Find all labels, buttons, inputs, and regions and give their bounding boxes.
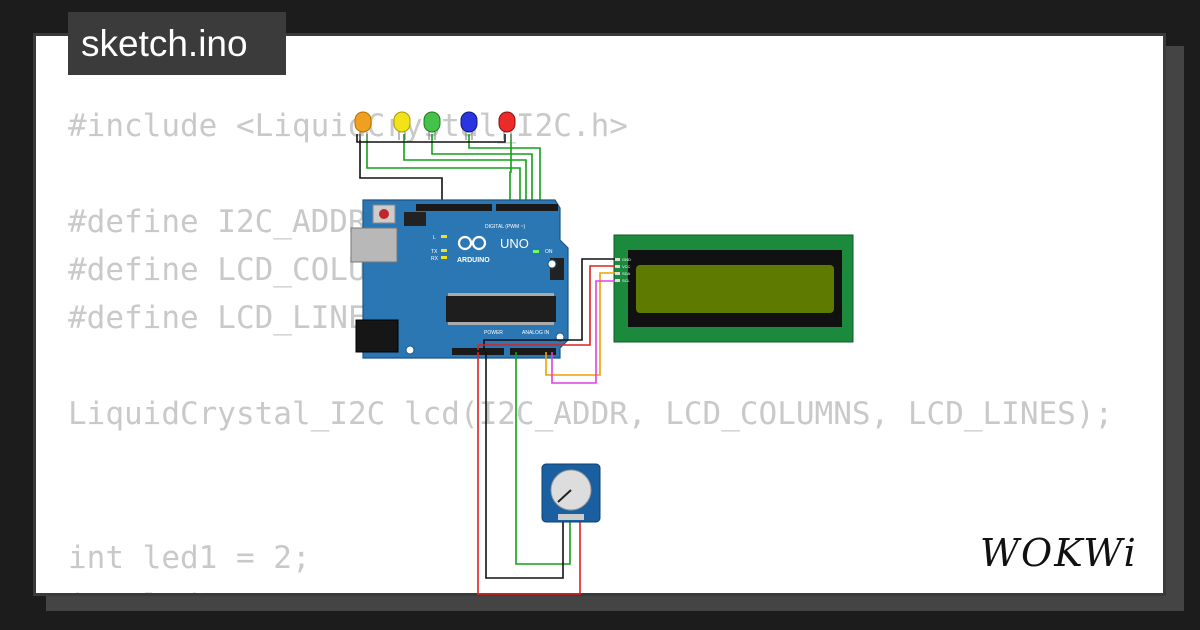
analog-label: ANALOG IN: [522, 330, 550, 336]
on-label: ON: [545, 249, 553, 255]
lcd-pin-label: SCL: [622, 278, 631, 283]
lcd-pin-gnd: [615, 258, 620, 261]
potentiometer[interactable]: [541, 463, 601, 523]
wokwi-logo: WOKWi: [980, 531, 1138, 575]
led-on-indicator: [533, 250, 539, 253]
code-line: int led1 = 2;: [68, 540, 311, 576]
mount-hole: [555, 332, 565, 342]
wire-led-gnd: [359, 134, 443, 206]
led-wires: [356, 134, 541, 206]
pot-pins: [558, 514, 584, 520]
lcd-1602-i2c[interactable]: GND VCC SDA SCL: [613, 234, 854, 343]
led-red[interactable]: [498, 111, 516, 140]
wire-lcd-gnd: [483, 258, 615, 350]
lcd-pin-label: SDA: [622, 271, 631, 276]
lcd-pin-label: VCC: [622, 264, 631, 269]
led-yellow-body: [393, 111, 411, 133]
code-line: LiquidCrystal_I2C lcd(I2C_ADDR, LCD_COLU…: [68, 396, 1114, 432]
code-background: #include <LiquidCrystal_I2C.h>#define I2…: [68, 102, 1114, 593]
wire-led-gnd-2: [356, 134, 506, 143]
pot-knob-indicator: [557, 489, 572, 503]
lcd-pin-sda: [615, 272, 620, 275]
tx-label: TX: [431, 249, 438, 255]
lcd-wires: [477, 258, 615, 384]
infinity-logo-right: [471, 235, 487, 251]
power-header: [452, 348, 504, 355]
board-brand: ARDUINO: [457, 257, 490, 264]
atmega-chip: [446, 296, 556, 322]
wire-lcd-sda: [545, 272, 615, 376]
led-rx-indicator: [441, 256, 447, 259]
power-jack: [355, 319, 399, 353]
wire-lcd-vcc: [477, 265, 615, 350]
led-orange[interactable]: [354, 111, 372, 140]
reset-button[interactable]: [379, 209, 389, 219]
led-red-body: [498, 111, 516, 133]
l-label: L: [433, 235, 436, 241]
lcd-pin-vcc: [615, 265, 620, 268]
wokwi-logo-text: WOKWi: [980, 531, 1138, 575]
power-label: POWER: [484, 330, 503, 336]
led-l-indicator: [441, 235, 447, 238]
mount-hole: [405, 345, 415, 355]
wire-led3: [431, 134, 533, 206]
wire-led5: [509, 134, 512, 206]
digital-label: DIGITAL (PWM ~): [485, 224, 525, 230]
board-model: UNO: [500, 236, 529, 251]
wire-led4: [468, 134, 541, 206]
icsp-header: [404, 212, 426, 226]
rx-label: RX: [431, 256, 439, 262]
lcd-screen: [636, 265, 834, 313]
wire-pot-gnd: [485, 352, 564, 579]
arduino-uno-board[interactable]: UNO ARDUINO DIGITAL (PWM ~) POWER ANALOG…: [350, 199, 569, 359]
top-header-left: [416, 204, 492, 211]
chip-pins-bottom: [448, 322, 554, 325]
code-line: int led2 = 3;: [68, 582, 1113, 593]
lcd-pin-scl: [615, 279, 620, 282]
led-orange-body: [354, 111, 372, 133]
mount-hole: [547, 259, 557, 269]
code-line: #define LCD_LINE: [68, 300, 367, 336]
pot-wires: [477, 352, 581, 595]
chip-pins-top: [448, 293, 554, 296]
file-name-tab: sketch.ino: [68, 12, 286, 75]
analog-header: [510, 348, 556, 355]
infinity-logo-left: [457, 235, 473, 251]
led-blue-body: [460, 111, 478, 133]
usb-port: [350, 227, 398, 263]
wire-led1: [366, 134, 521, 206]
led-green[interactable]: [423, 111, 441, 140]
wire-lcd-scl: [551, 280, 615, 384]
top-header-right: [496, 204, 558, 211]
code-line: #define I2C_ADDR: [68, 204, 367, 240]
led-green-body: [423, 111, 441, 133]
led-blue[interactable]: [460, 111, 478, 140]
wire-led2: [403, 134, 527, 206]
code-line: #define LCD_COLU: [68, 252, 367, 288]
lcd-pin-label: GND: [622, 257, 631, 262]
wire-pot-signal: [515, 352, 571, 565]
led-tx-indicator: [441, 249, 447, 252]
led-yellow[interactable]: [393, 111, 411, 140]
wire-pot-vcc: [477, 352, 581, 595]
